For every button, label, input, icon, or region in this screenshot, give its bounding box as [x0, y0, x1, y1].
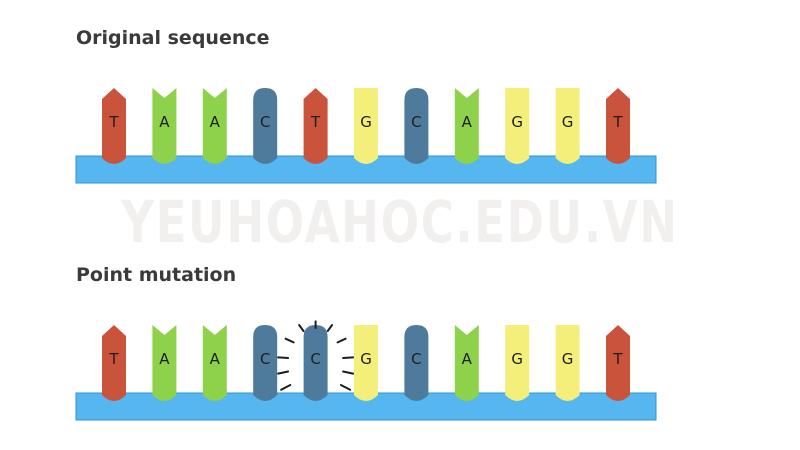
base-g-original-10 — [555, 88, 580, 164]
base-g-original-9 — [505, 88, 530, 164]
point-mutation-title: Point mutation — [76, 264, 237, 286]
base-t-mutation-11 — [606, 325, 630, 401]
base-a-mutation-8 — [454, 325, 479, 401]
burst-ray-1 — [284, 337, 295, 344]
base-label: G — [360, 350, 372, 368]
base-c-original-4 — [253, 88, 278, 164]
base-label: A — [210, 113, 221, 131]
burst-ray-7 — [277, 370, 290, 375]
mutation-highlight-burst — [277, 320, 355, 391]
base-label: G — [511, 350, 523, 368]
burst-ray-6 — [277, 356, 290, 359]
base-t-original-5 — [303, 88, 328, 164]
burst-ray-8 — [280, 384, 292, 391]
base-label: C — [411, 113, 421, 131]
base-label: C — [260, 350, 270, 368]
base-c-mutation-7 — [404, 325, 429, 401]
base-label: A — [210, 350, 221, 368]
base-label: C — [310, 350, 320, 368]
base-label: A — [462, 113, 473, 131]
base-label: A — [462, 350, 473, 368]
base-g-mutation-10 — [555, 325, 580, 401]
base-label: C — [411, 350, 421, 368]
burst-ray-9 — [342, 356, 355, 359]
base-c-mutation-4 — [253, 325, 278, 401]
base-g-mutation-9 — [505, 325, 530, 401]
base-label: T — [108, 350, 119, 368]
base-g-original-6 — [354, 88, 378, 164]
base-label: A — [159, 350, 170, 368]
base-label: G — [511, 113, 523, 131]
base-t-mutation-1 — [102, 325, 126, 401]
base-c-original-7 — [404, 88, 429, 164]
base-label: T — [108, 113, 119, 131]
base-label: T — [612, 350, 623, 368]
base-g-mutation-6 — [354, 325, 378, 401]
base-a-mutation-2 — [152, 325, 177, 401]
base-label: C — [260, 113, 270, 131]
burst-ray-10 — [342, 370, 355, 375]
base-t-original-1 — [102, 88, 126, 164]
burst-ray-11 — [339, 384, 352, 391]
mutated-base-c-mutation-5 — [303, 325, 328, 401]
base-a-original-2 — [152, 88, 177, 164]
base-t-original-11 — [606, 88, 630, 164]
base-label: G — [562, 113, 574, 131]
burst-ray-5 — [336, 337, 347, 344]
burst-ray-2 — [298, 324, 305, 332]
base-a-original-3 — [202, 88, 227, 164]
original-sequence-title: Original sequence — [76, 27, 270, 49]
base-label: T — [310, 113, 321, 131]
burst-ray-4 — [326, 324, 334, 332]
base-a-original-8 — [454, 88, 479, 164]
base-a-mutation-3 — [202, 325, 227, 401]
base-label: T — [612, 113, 623, 131]
base-label: G — [360, 113, 372, 131]
base-label: A — [159, 113, 170, 131]
base-label: G — [562, 350, 574, 368]
